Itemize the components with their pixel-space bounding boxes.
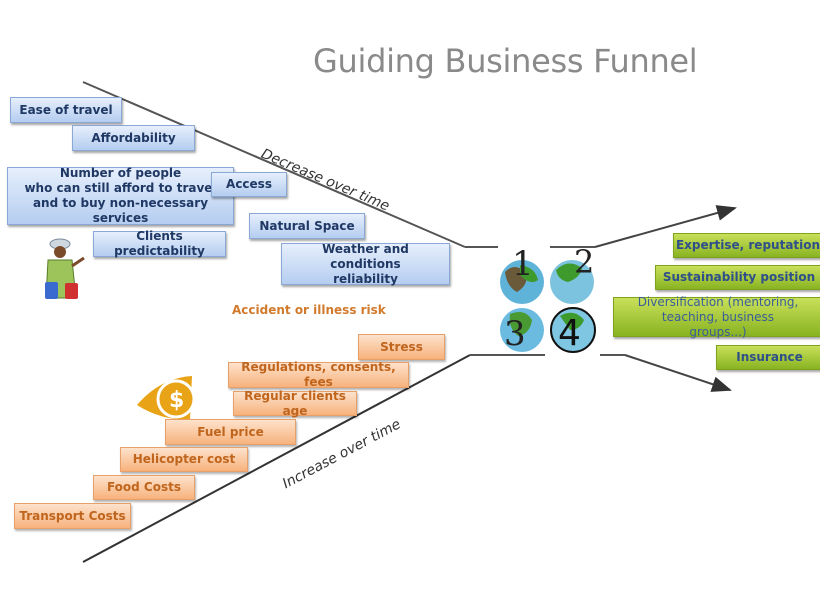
- outcome-expertise-reputation: Expertise, reputation: [673, 233, 820, 258]
- outcome-sustainability-position: Sustainability position: [655, 265, 820, 290]
- svg-text:$: $: [169, 388, 184, 413]
- diagram-title: Guiding Business Funnel: [313, 42, 698, 80]
- globe-2: [550, 260, 594, 304]
- globe-number-3: 3: [504, 314, 526, 354]
- factor-transport-costs: Transport Costs: [14, 503, 131, 529]
- globe-1: [500, 260, 544, 304]
- funnel-top-line: [82, 81, 466, 248]
- globes-icon: 1 2 3 4: [500, 243, 596, 354]
- factor-clients-predictability: Clients predictability: [93, 229, 226, 258]
- globe-3: [500, 308, 544, 352]
- top-exit-arrow: [594, 205, 737, 248]
- factor-regulations: Regulations, consents, fees: [228, 360, 409, 389]
- outcome-insurance: Insurance: [716, 345, 820, 370]
- outcome-diversification: Diversification (mentoring, teaching, bu…: [613, 295, 820, 339]
- funnel-bottom-line: [82, 354, 471, 563]
- factor-accident-illness-risk: Accident or illness risk: [232, 303, 386, 317]
- factor-natural-space: Natural Space: [249, 213, 365, 239]
- factor-food-costs: Food Costs: [93, 475, 195, 500]
- factor-regular-clients-age: Regular clients age: [233, 389, 357, 418]
- bottom-exit-arrow: [624, 354, 732, 392]
- factor-weather-reliability: Weather and conditions reliability: [281, 242, 450, 286]
- dollar-coin-icon: $: [137, 376, 196, 420]
- globe-number-4: 4: [558, 313, 581, 354]
- factor-helicopter-cost: Helicopter cost: [120, 447, 248, 472]
- factor-stress: Stress: [358, 334, 445, 360]
- traveler-with-luggage-icon: [45, 238, 85, 299]
- globe-number-2: 2: [574, 243, 594, 281]
- globe-4: [550, 307, 596, 353]
- factor-access: Access: [211, 172, 287, 197]
- factor-ease-of-travel: Ease of travel: [10, 97, 122, 123]
- factor-number-of-people: Number of people who can still afford to…: [7, 166, 234, 225]
- factor-fuel-price: Fuel price: [165, 419, 296, 445]
- globe-number-1: 1: [512, 244, 534, 284]
- factor-affordability: Affordability: [72, 125, 195, 151]
